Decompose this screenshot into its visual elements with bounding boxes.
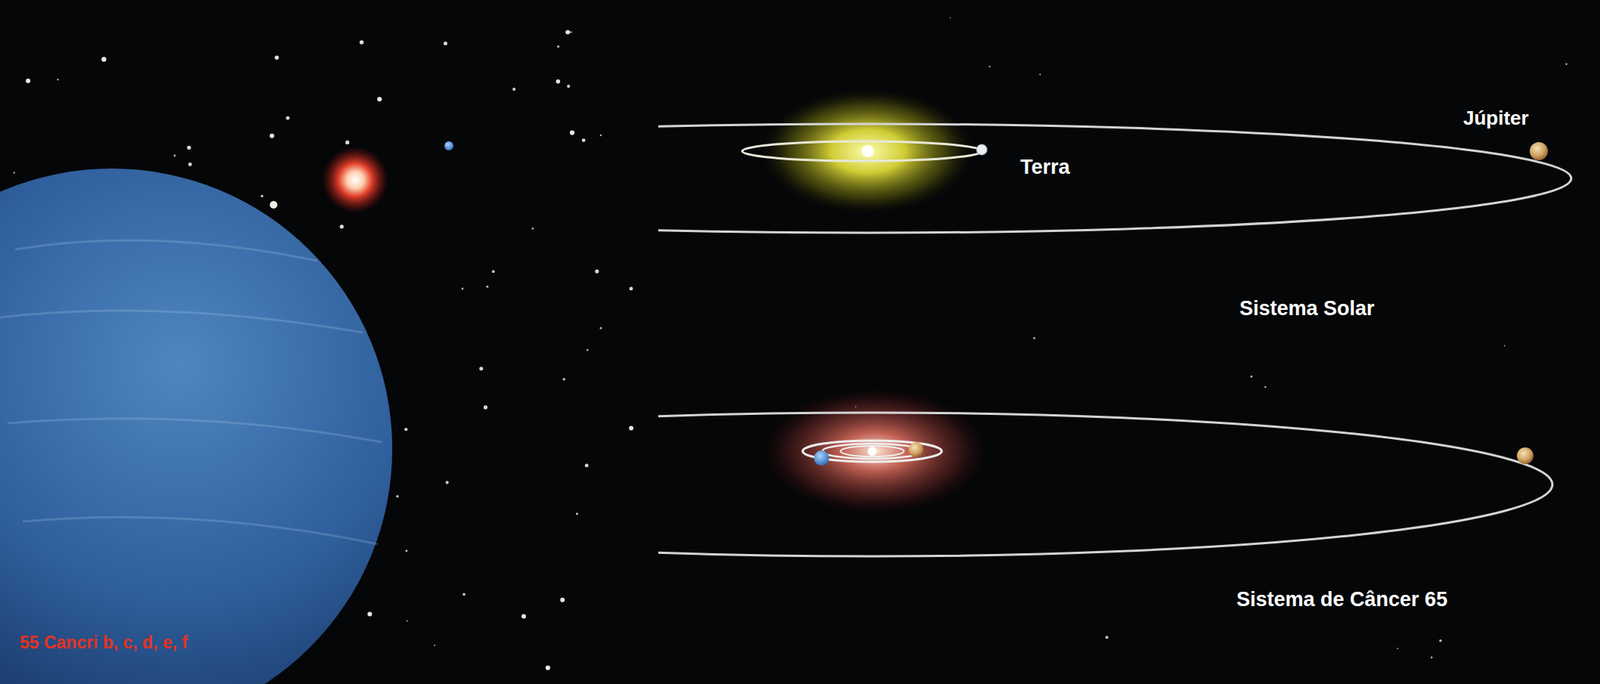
planet-label: Júpiter — [1463, 107, 1529, 130]
star-dot — [188, 162, 192, 167]
orbit — [840, 445, 904, 457]
star-dot — [405, 549, 408, 552]
star-dot — [173, 154, 177, 158]
star-dot — [479, 366, 483, 371]
star-dot — [101, 56, 106, 62]
star-dot — [445, 480, 449, 484]
sun — [861, 145, 874, 158]
star-dot — [562, 377, 566, 381]
star-dot — [629, 286, 634, 291]
planet — [813, 450, 830, 466]
star-dot — [1430, 656, 1433, 660]
star-dot — [1565, 62, 1568, 65]
star-dot — [950, 17, 952, 19]
jupiter — [1529, 142, 1548, 161]
star-dot — [339, 224, 344, 229]
planet-bands — [0, 240, 382, 545]
small-planet — [444, 141, 454, 151]
star-dot — [345, 140, 350, 145]
star-dot — [485, 285, 489, 288]
star-dot — [560, 597, 565, 603]
star-dot — [1504, 345, 1506, 347]
sun-glow — [761, 89, 974, 214]
small-planet — [269, 201, 278, 209]
star-dot — [556, 79, 561, 84]
orbit — [658, 123, 1572, 233]
star-dot — [1396, 647, 1399, 650]
star-dot — [462, 592, 466, 596]
star-dot — [557, 45, 560, 48]
star-dot — [275, 55, 279, 60]
star-dot — [285, 116, 290, 121]
star-glow — [761, 387, 989, 515]
star-dot — [492, 269, 496, 273]
orbit — [822, 443, 923, 459]
system-label: Sistema de Câncer 65 — [1236, 588, 1448, 612]
star-dot — [13, 171, 16, 174]
star-dot — [56, 78, 59, 81]
earth — [976, 144, 988, 155]
planet-label: Terra — [1020, 156, 1071, 180]
star-dot — [25, 78, 31, 84]
star — [867, 446, 877, 456]
star-dot — [545, 665, 551, 671]
star-dot — [406, 619, 409, 622]
orbit — [742, 141, 983, 161]
system-label: Sistema Solar — [1239, 297, 1375, 321]
star-dot — [512, 87, 516, 91]
star-dot — [404, 427, 408, 431]
star-dot — [1264, 386, 1266, 388]
star-dot — [988, 65, 991, 68]
star-dot — [186, 145, 191, 150]
star-dot — [521, 614, 527, 619]
planet — [0, 168, 393, 684]
star-dot — [359, 40, 364, 44]
star-dot — [260, 194, 264, 199]
orbit — [658, 412, 1553, 557]
star-dot — [532, 227, 535, 230]
star-dot — [628, 426, 634, 431]
star-dot — [586, 349, 589, 352]
star-dot — [1439, 639, 1443, 643]
star-dot — [483, 405, 488, 409]
star-dot — [1033, 337, 1036, 340]
star-dot — [566, 84, 570, 88]
star-dot — [584, 463, 589, 468]
star-dot — [1104, 635, 1108, 639]
red-star — [321, 146, 389, 214]
star-dot — [569, 30, 573, 34]
star-dot — [600, 327, 603, 330]
star-dot — [1039, 73, 1041, 75]
star-dot — [569, 129, 575, 135]
star-dot — [461, 287, 464, 291]
star-dot — [367, 612, 372, 617]
star-dot — [600, 134, 603, 137]
star-dot — [565, 30, 570, 35]
star-dot — [396, 495, 399, 498]
star-dot — [1250, 375, 1253, 378]
star-dot — [443, 41, 448, 46]
star-dot — [433, 644, 436, 647]
planet — [908, 442, 924, 458]
planet-names: 55 Cancri b, c, d, e, f — [19, 633, 188, 653]
star-dot — [575, 512, 579, 515]
planet — [1516, 447, 1534, 465]
star-dot — [269, 133, 275, 139]
star-dot — [377, 96, 382, 102]
star-dot — [594, 269, 599, 274]
star-dot — [581, 138, 586, 143]
